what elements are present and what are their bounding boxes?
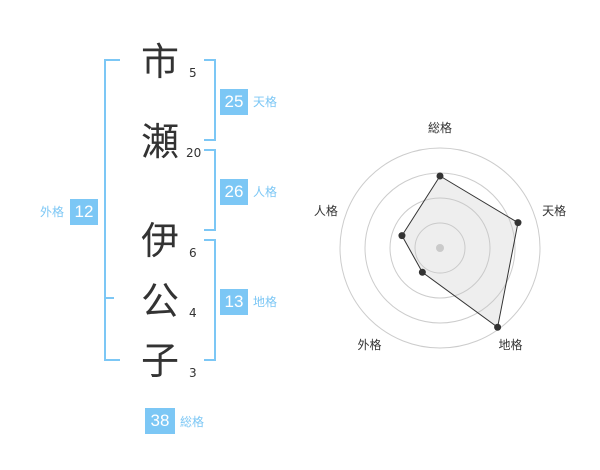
radar-axis-label: 総格 bbox=[428, 120, 452, 135]
radar-axis-label: 外格 bbox=[357, 337, 381, 352]
jin-label: 人格 bbox=[253, 185, 278, 199]
outer-bracket bbox=[104, 59, 120, 361]
name-char-4: 公 bbox=[140, 279, 179, 323]
stroke-count-5: 3 bbox=[189, 366, 197, 380]
gai-label: 外格 bbox=[40, 205, 65, 219]
radar-ring bbox=[389, 197, 491, 299]
name-char-2: 瀬 bbox=[140, 120, 179, 164]
radar-axis-label: 天格 bbox=[542, 203, 566, 218]
jin-badge: 26 bbox=[220, 179, 248, 205]
radar-point-5 bbox=[398, 232, 406, 240]
ten-label: 天格 bbox=[253, 95, 278, 109]
so-badge: 38 bbox=[145, 408, 175, 434]
stroke-count-3: 6 bbox=[189, 246, 197, 260]
radar-ring bbox=[339, 147, 541, 349]
radar-ring bbox=[414, 222, 466, 274]
chi-badge: 13 bbox=[220, 289, 248, 315]
radar-point-3 bbox=[494, 323, 502, 331]
gai-badge: 12 bbox=[70, 199, 98, 225]
chi-label: 地格 bbox=[253, 295, 278, 309]
name-char-5: 子 bbox=[140, 339, 179, 383]
radar-point-1 bbox=[436, 172, 444, 180]
stroke-count-4: 4 bbox=[189, 306, 197, 320]
chi-bracket bbox=[204, 239, 216, 361]
so-label: 総格 bbox=[180, 415, 205, 429]
stroke-count-2: 20 bbox=[186, 146, 202, 160]
radar-area bbox=[401, 175, 519, 329]
ten-badge: 25 bbox=[220, 89, 248, 115]
name-char-3: 伊 bbox=[140, 219, 179, 263]
radar-point-2 bbox=[514, 219, 522, 227]
jin-bracket bbox=[204, 149, 216, 231]
stroke-count-1: 5 bbox=[189, 66, 197, 80]
radar-point-4 bbox=[418, 268, 426, 276]
radar-axis-label: 人格 bbox=[314, 203, 338, 218]
radar-axis-label: 地格 bbox=[499, 337, 523, 352]
name-char-1: 市 bbox=[140, 40, 179, 84]
radar-center-dot bbox=[436, 244, 444, 252]
ten-bracket bbox=[204, 59, 216, 141]
outer-bracket-mid-tick bbox=[104, 297, 114, 299]
